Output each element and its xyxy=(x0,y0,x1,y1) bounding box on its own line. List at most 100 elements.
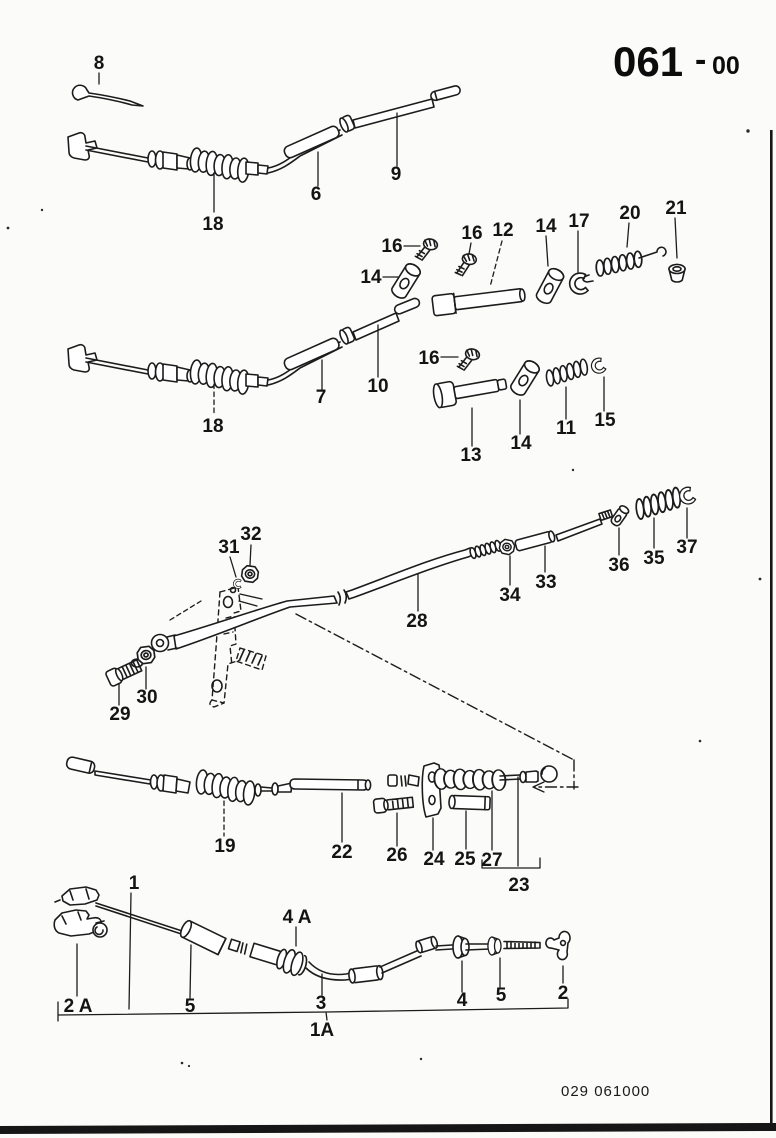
spring-11-icon xyxy=(543,357,590,388)
bolt-29 xyxy=(105,659,143,687)
part-label-18a: 18 xyxy=(202,214,223,235)
clip-15-icon xyxy=(589,356,608,376)
housing-4A xyxy=(249,942,308,977)
part-label-12: 12 xyxy=(492,220,513,241)
nut-32-icon xyxy=(240,564,260,584)
hardware-cluster-upper xyxy=(388,235,686,317)
part-label-8: 8 xyxy=(94,53,105,74)
part-label-5a: 5 xyxy=(185,996,196,1017)
part-label-16b: 16 xyxy=(461,223,482,244)
bolt-26 xyxy=(372,796,415,814)
page-code-separator: - xyxy=(695,41,706,79)
part-label-26: 26 xyxy=(386,845,407,866)
part-label-1A: 1A xyxy=(310,1020,335,1041)
part-label-34: 34 xyxy=(499,585,521,606)
part-label-25: 25 xyxy=(454,849,476,870)
page-edge-bottom xyxy=(0,1123,776,1134)
part-label-4A: 4 A xyxy=(283,907,312,928)
leader-lines xyxy=(76,72,688,1010)
hardware-cluster-lower xyxy=(432,345,608,409)
part-label-10: 10 xyxy=(367,376,388,397)
part-label-33: 33 xyxy=(535,572,556,593)
part-label-14a: 14 xyxy=(360,267,382,288)
part-label-9: 9 xyxy=(391,164,402,185)
part-label-16a: 16 xyxy=(381,236,402,257)
part-label-1: 1 xyxy=(129,873,140,894)
part-label-5b: 5 xyxy=(496,985,507,1006)
threaded-end xyxy=(503,940,541,950)
rod-13 xyxy=(432,378,508,409)
part-label-27: 27 xyxy=(481,850,502,871)
cap-21 xyxy=(668,263,686,283)
grommet-4-icon xyxy=(452,935,470,959)
screw-16c-icon xyxy=(456,345,482,374)
wing-clip-2 xyxy=(545,930,571,961)
part-label-6: 6 xyxy=(311,184,322,205)
page-edge-right xyxy=(770,130,773,1128)
part-label-7: 7 xyxy=(316,387,327,408)
spring-20 xyxy=(582,246,667,283)
part-label-16c: 16 xyxy=(418,348,439,369)
part-label-15: 15 xyxy=(594,410,616,431)
part-label-14c: 14 xyxy=(510,433,532,454)
part-label-13: 13 xyxy=(460,445,481,466)
spring-35-icon xyxy=(633,486,683,521)
part-label-30: 30 xyxy=(136,687,157,708)
cable-assembly-bottom xyxy=(53,886,571,1022)
barrel-nipple-14c-icon xyxy=(507,357,543,399)
part-label-18b: 18 xyxy=(202,416,223,437)
part-labels: 8 18 6 9 16 14 16 12 14 17 20 21 18 7 10… xyxy=(64,53,698,1041)
part-label-24: 24 xyxy=(423,849,445,870)
sleeve-25 xyxy=(448,794,491,811)
barrel-nipple-14b-icon xyxy=(533,265,567,307)
part-label-2: 2 xyxy=(558,983,569,1004)
page-title: 061 - 00 xyxy=(613,38,740,85)
part-label-22: 22 xyxy=(331,842,352,863)
reference-lines xyxy=(169,600,579,793)
bracket-23 xyxy=(481,857,541,869)
part-label-37: 37 xyxy=(676,537,697,558)
part-label-31: 31 xyxy=(218,537,240,558)
part-label-23: 23 xyxy=(508,875,529,896)
bracket-1A xyxy=(57,998,569,1022)
part-label-35: 35 xyxy=(643,548,665,569)
cable-assembly-second xyxy=(68,297,421,395)
part-label-11: 11 xyxy=(556,418,577,439)
page-code: 061 xyxy=(613,38,683,85)
cable-collar xyxy=(415,935,439,954)
mount-bracket-hidden xyxy=(209,586,267,708)
part-label-28: 28 xyxy=(406,611,427,632)
scan-artifacts xyxy=(0,129,776,1134)
part-label-3: 3 xyxy=(316,993,327,1014)
tube-22 xyxy=(289,778,372,791)
inner-cable-end-connector xyxy=(54,886,100,906)
grommet-5b-icon xyxy=(487,936,502,956)
part-label-20: 20 xyxy=(619,203,640,224)
part-label-14b: 14 xyxy=(535,216,557,237)
rod-thread xyxy=(469,539,502,560)
spring-stack-27-icon xyxy=(432,763,508,796)
barrel-nipple-14a-icon xyxy=(388,260,424,302)
nut-34-icon xyxy=(497,537,517,557)
doc-number: 029 061000 xyxy=(561,1083,650,1100)
part-label-21: 21 xyxy=(665,198,687,219)
rod-12 xyxy=(431,288,526,317)
part-label-4: 4 xyxy=(457,990,468,1011)
screw-16b-icon xyxy=(454,251,478,279)
part-label-2A: 2 A xyxy=(64,996,93,1017)
part-label-17: 17 xyxy=(568,211,589,232)
part-label-32: 32 xyxy=(240,524,261,545)
nut-30-icon xyxy=(135,644,157,666)
rod-tip-thread xyxy=(598,509,614,522)
sleeve-33 xyxy=(514,530,556,552)
hook-rod-8 xyxy=(71,84,144,107)
selector-rod-28 xyxy=(105,485,697,687)
coupler-bits xyxy=(227,938,248,955)
part-label-29: 29 xyxy=(109,704,130,725)
pin-36 xyxy=(610,505,630,527)
part-label-19: 19 xyxy=(214,836,235,857)
part-label-36: 36 xyxy=(608,555,629,576)
cable-assembly-top xyxy=(68,85,461,183)
elbow-collar xyxy=(348,964,384,984)
